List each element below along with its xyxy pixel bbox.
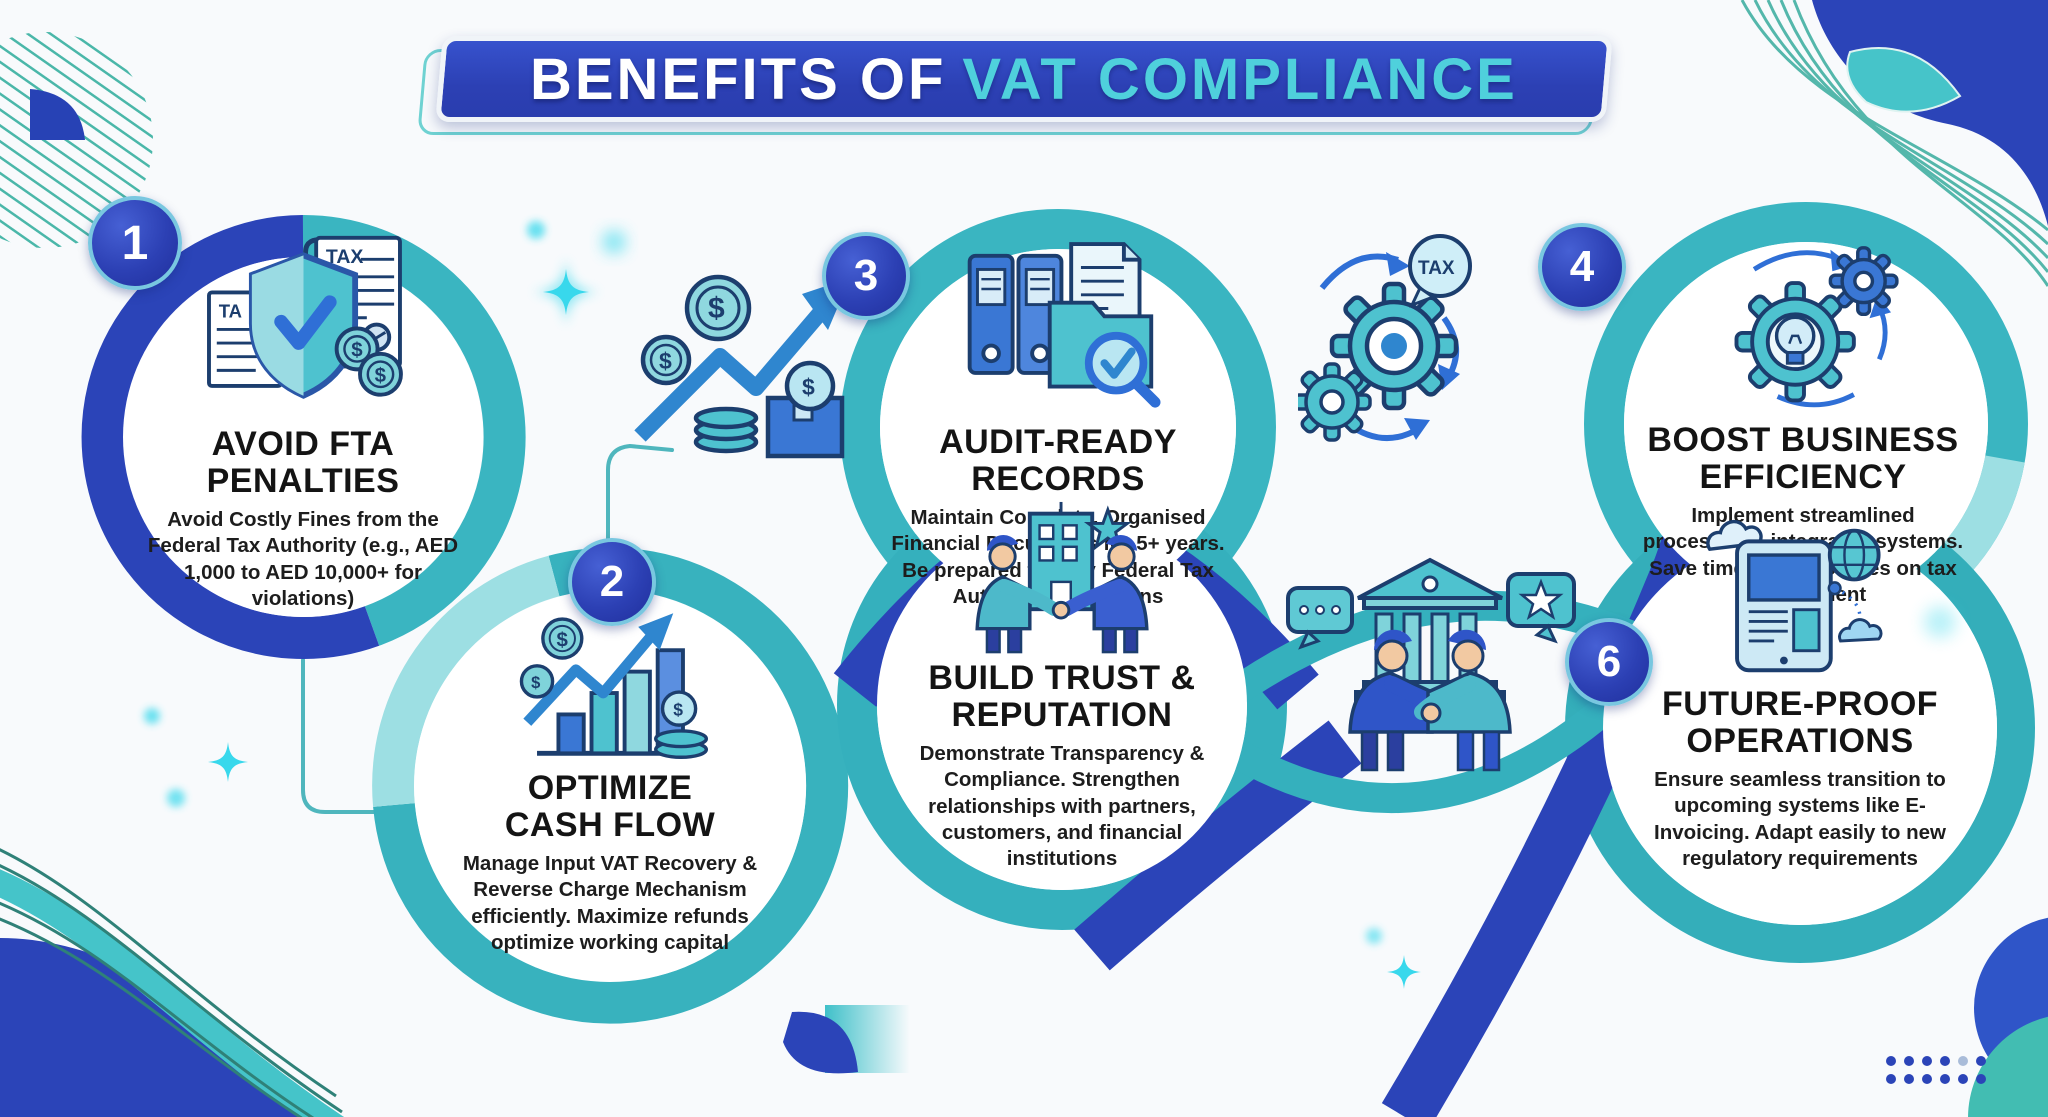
growth-chart-icon: $ $ $ xyxy=(435,586,785,766)
benefit-item-future-proof-operations: FUTURE-PROOF OPERATIONS Ensure seamless … xyxy=(1625,514,1975,872)
benefit-item-optimize-cash-flow: $ $ $ OPTIMIZE CASH FLOW Manage Input VA… xyxy=(435,586,785,956)
benefit-description: Manage Input VAT Recovery & Reverse Char… xyxy=(462,852,758,954)
top-left-striped-circle xyxy=(0,32,153,248)
benefit-item-boost-business-efficiency: BOOST BUSINESS EFFICIENCY Implement stre… xyxy=(1628,240,1978,608)
svg-text:$: $ xyxy=(351,339,363,362)
gears-lightbulb-icon xyxy=(1628,240,1978,418)
grid-dot xyxy=(1904,1074,1914,1084)
svg-text:$: $ xyxy=(659,348,672,374)
grid-dot xyxy=(1922,1056,1932,1066)
grid-dot xyxy=(1976,1056,1986,1066)
benefit-title: BOOST BUSINESS EFFICIENCY xyxy=(1647,421,1959,496)
grid-dot xyxy=(1904,1056,1914,1066)
tablet-cloud-globe-icon xyxy=(1625,514,1975,682)
svg-text:$: $ xyxy=(673,699,683,719)
benefit-item-build-trust-reputation: BUILD TRUST & REPUTATION Demonstrate Tra… xyxy=(887,500,1237,872)
svg-text:TA: TA xyxy=(218,301,241,322)
shield-check-tax-icon: TA TAX $ $ xyxy=(128,232,478,422)
benefit-description: Demonstrate Transparency & Compliance. S… xyxy=(919,742,1205,870)
grid-dot xyxy=(1958,1056,1968,1066)
benefit-title: FUTURE-PROOF OPERATIONS xyxy=(1661,685,1939,760)
step-badge-3: 3 xyxy=(822,232,910,320)
grid-dot xyxy=(1940,1074,1950,1084)
gears-tax-bubble-icon: TAX xyxy=(1292,226,1483,456)
svg-text:$: $ xyxy=(802,374,815,400)
step-badge-6: 6 xyxy=(1565,618,1653,706)
handshake-bank-icon xyxy=(1280,552,1580,802)
petal-decoration xyxy=(783,1005,910,1074)
grid-dot xyxy=(1976,1074,1986,1084)
connector-lines xyxy=(301,443,674,814)
top-right-blob xyxy=(1740,0,2048,287)
grid-dot xyxy=(1940,1056,1950,1066)
sparkle-icons xyxy=(144,221,1956,989)
svg-text:TAX: TAX xyxy=(1418,258,1455,279)
grid-dot xyxy=(1958,1074,1968,1084)
benefit-title: OPTIMIZE CASH FLOW xyxy=(504,769,716,844)
grid-dot xyxy=(1922,1074,1932,1084)
records-folder-magnifier-icon xyxy=(883,238,1233,420)
benefit-item-avoid-fta-penalties: TA TAX $ $ AVOID FTA PENALTIES Avoid Cos… xyxy=(128,232,478,612)
svg-text:$: $ xyxy=(374,364,386,387)
benefit-title: AUDIT-READY RECORDS xyxy=(939,423,1177,498)
step-badge-2: 2 xyxy=(568,538,656,626)
benefit-title: AVOID FTA PENALTIES xyxy=(206,425,400,500)
svg-text:$: $ xyxy=(556,629,568,651)
benefit-description: Avoid Costly Fines from the Federal Tax … xyxy=(147,508,459,610)
dots-grid xyxy=(1886,1056,1986,1084)
svg-text:TAX: TAX xyxy=(325,246,363,268)
benefit-description: Ensure seamless transition to upcoming s… xyxy=(1654,768,1946,870)
benefit-title: BUILD TRUST & REPUTATION xyxy=(928,659,1196,734)
handshake-building-icon xyxy=(887,500,1237,656)
svg-text:$: $ xyxy=(708,292,725,325)
grid-dot xyxy=(1886,1074,1896,1084)
svg-text:$: $ xyxy=(531,673,540,692)
bottom-left-blob xyxy=(0,848,344,1117)
title-part-2: VAT COMPLIANCE xyxy=(962,46,1518,112)
step-badge-1: 1 xyxy=(88,196,182,290)
grid-dot xyxy=(1886,1056,1896,1066)
title-part-1: BENEFITS OF xyxy=(530,46,947,112)
bottom-right-blob xyxy=(1968,917,2048,1117)
step-badge-4: 4 xyxy=(1538,223,1626,311)
